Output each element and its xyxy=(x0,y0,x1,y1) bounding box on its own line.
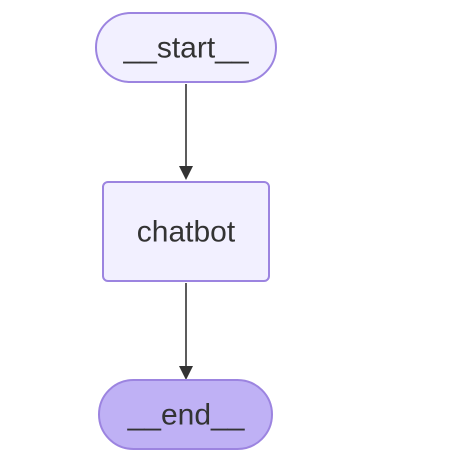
edge-chatbot-to-end xyxy=(179,283,193,380)
node-end[interactable]: __end__ xyxy=(98,379,273,450)
edge-start-to-chatbot xyxy=(179,84,193,180)
node-start-label: __start__ xyxy=(122,32,249,65)
node-chatbot-label: chatbot xyxy=(137,216,236,249)
node-end-shape xyxy=(98,379,273,450)
node-chatbot-shape xyxy=(102,181,270,282)
node-end-label: __end__ xyxy=(127,399,246,432)
node-start-shape xyxy=(95,12,277,83)
node-chatbot[interactable]: chatbot xyxy=(102,181,270,282)
node-start[interactable]: __start__ xyxy=(95,12,277,83)
